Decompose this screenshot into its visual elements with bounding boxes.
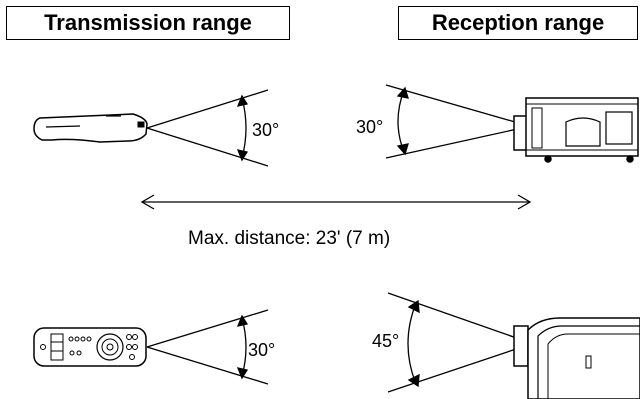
- reception-range-title: Reception range: [398, 6, 638, 40]
- reception-angle-arc-bottom: [407, 299, 420, 388]
- transmission-angle-label-top: 30°: [252, 120, 279, 140]
- remote-front-view-icon: [33, 327, 147, 367]
- reception-range-label: Reception range: [431, 10, 605, 35]
- transmission-angle-arc-top: [236, 94, 249, 162]
- transmission-range-title: Transmission range: [6, 6, 290, 40]
- transmission-beam-top: [146, 89, 269, 167]
- transmission-angle-label-bottom: 30°: [248, 340, 275, 360]
- transmission-range-label: Transmission range: [44, 10, 252, 35]
- remote-side-view-icon: [33, 113, 148, 143]
- reception-beam-bottom: [387, 292, 529, 393]
- reception-angle-label-top: 30°: [356, 117, 383, 137]
- reception-beam-top: [385, 84, 523, 159]
- projector-front-view-icon: [513, 317, 640, 399]
- reception-angle-arc-top: [396, 86, 409, 156]
- transmission-beam-bottom: [146, 309, 269, 385]
- projector-side-view-icon: [513, 97, 639, 163]
- transmission-angle-arc-bottom: [236, 314, 249, 380]
- max-distance-label: Max. distance: 23' (7 m): [188, 228, 390, 249]
- distance-arrow: [140, 194, 532, 210]
- reception-angle-label-bottom: 45°: [372, 331, 399, 351]
